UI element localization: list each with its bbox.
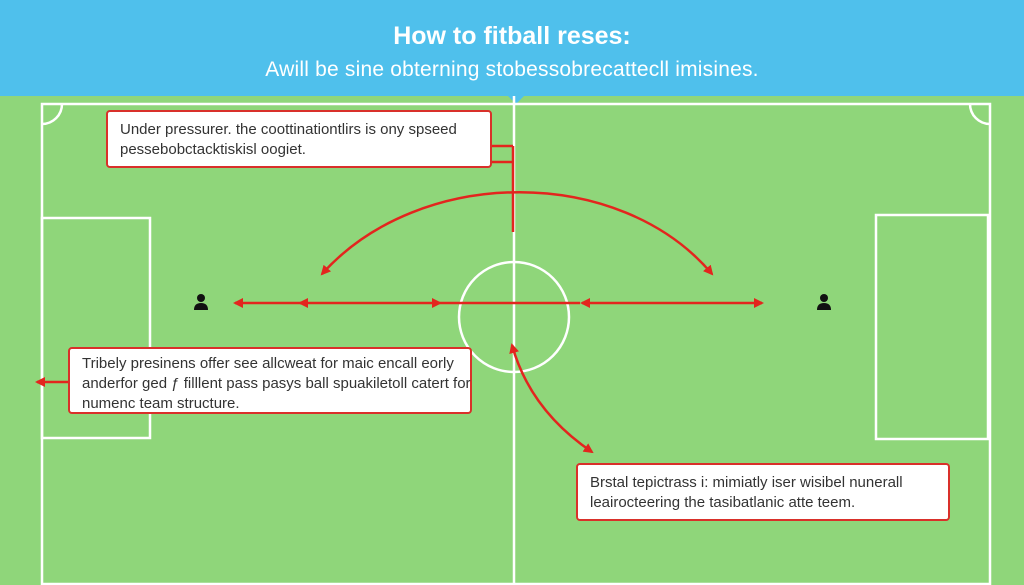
- callout-bottom-right-line-2: leairocteering the tasibatlanic atte tee…: [590, 494, 856, 511]
- header-pointer: [506, 94, 526, 104]
- callout-left-line-3: numenc team structure.: [82, 395, 240, 412]
- header-banner: How to fitball reses: Awill be sine obte…: [0, 0, 1024, 96]
- callout-top-line-1: Under pressurer. the coottinationtlirs i…: [120, 121, 457, 138]
- left-penalty-box: [40, 216, 152, 440]
- corner-arc-top-right: [968, 103, 991, 126]
- callout-left: Tribely presinens offer see allcweat for…: [68, 347, 472, 414]
- callout-left-line-2: anderfor ged ƒ filllent pass pasys ball …: [82, 375, 471, 392]
- corner-arc-top-left: [41, 103, 64, 126]
- switch-arc-arrow: [320, 191, 714, 276]
- callout-top-line-2: pessebobctacktiskisl oogiet.: [120, 141, 306, 158]
- callout-left-line-1: Tribely presinens offer see allcweat for…: [82, 355, 454, 372]
- page-subtitle: Awill be sine obterning stobessobrecatte…: [265, 58, 759, 81]
- player-right-icon: [814, 292, 834, 312]
- callout-bottom-right-line-1: Brstal tepictrass i: mimiatly iser wisib…: [590, 474, 903, 491]
- callout-top: Under pressurer. the coottinationtlirs i…: [106, 110, 492, 168]
- player-left-icon: [191, 292, 211, 312]
- football-pitch: [35, 96, 992, 585]
- right-penalty-box: [874, 213, 990, 441]
- callout-connector-bracket: [492, 144, 513, 164]
- callout-bottom-right: Brstal tepictrass i: mimiatly iser wisib…: [576, 463, 950, 521]
- page-title: How to fitball reses:: [393, 22, 631, 50]
- diagonal-pass-arrow: [509, 343, 594, 454]
